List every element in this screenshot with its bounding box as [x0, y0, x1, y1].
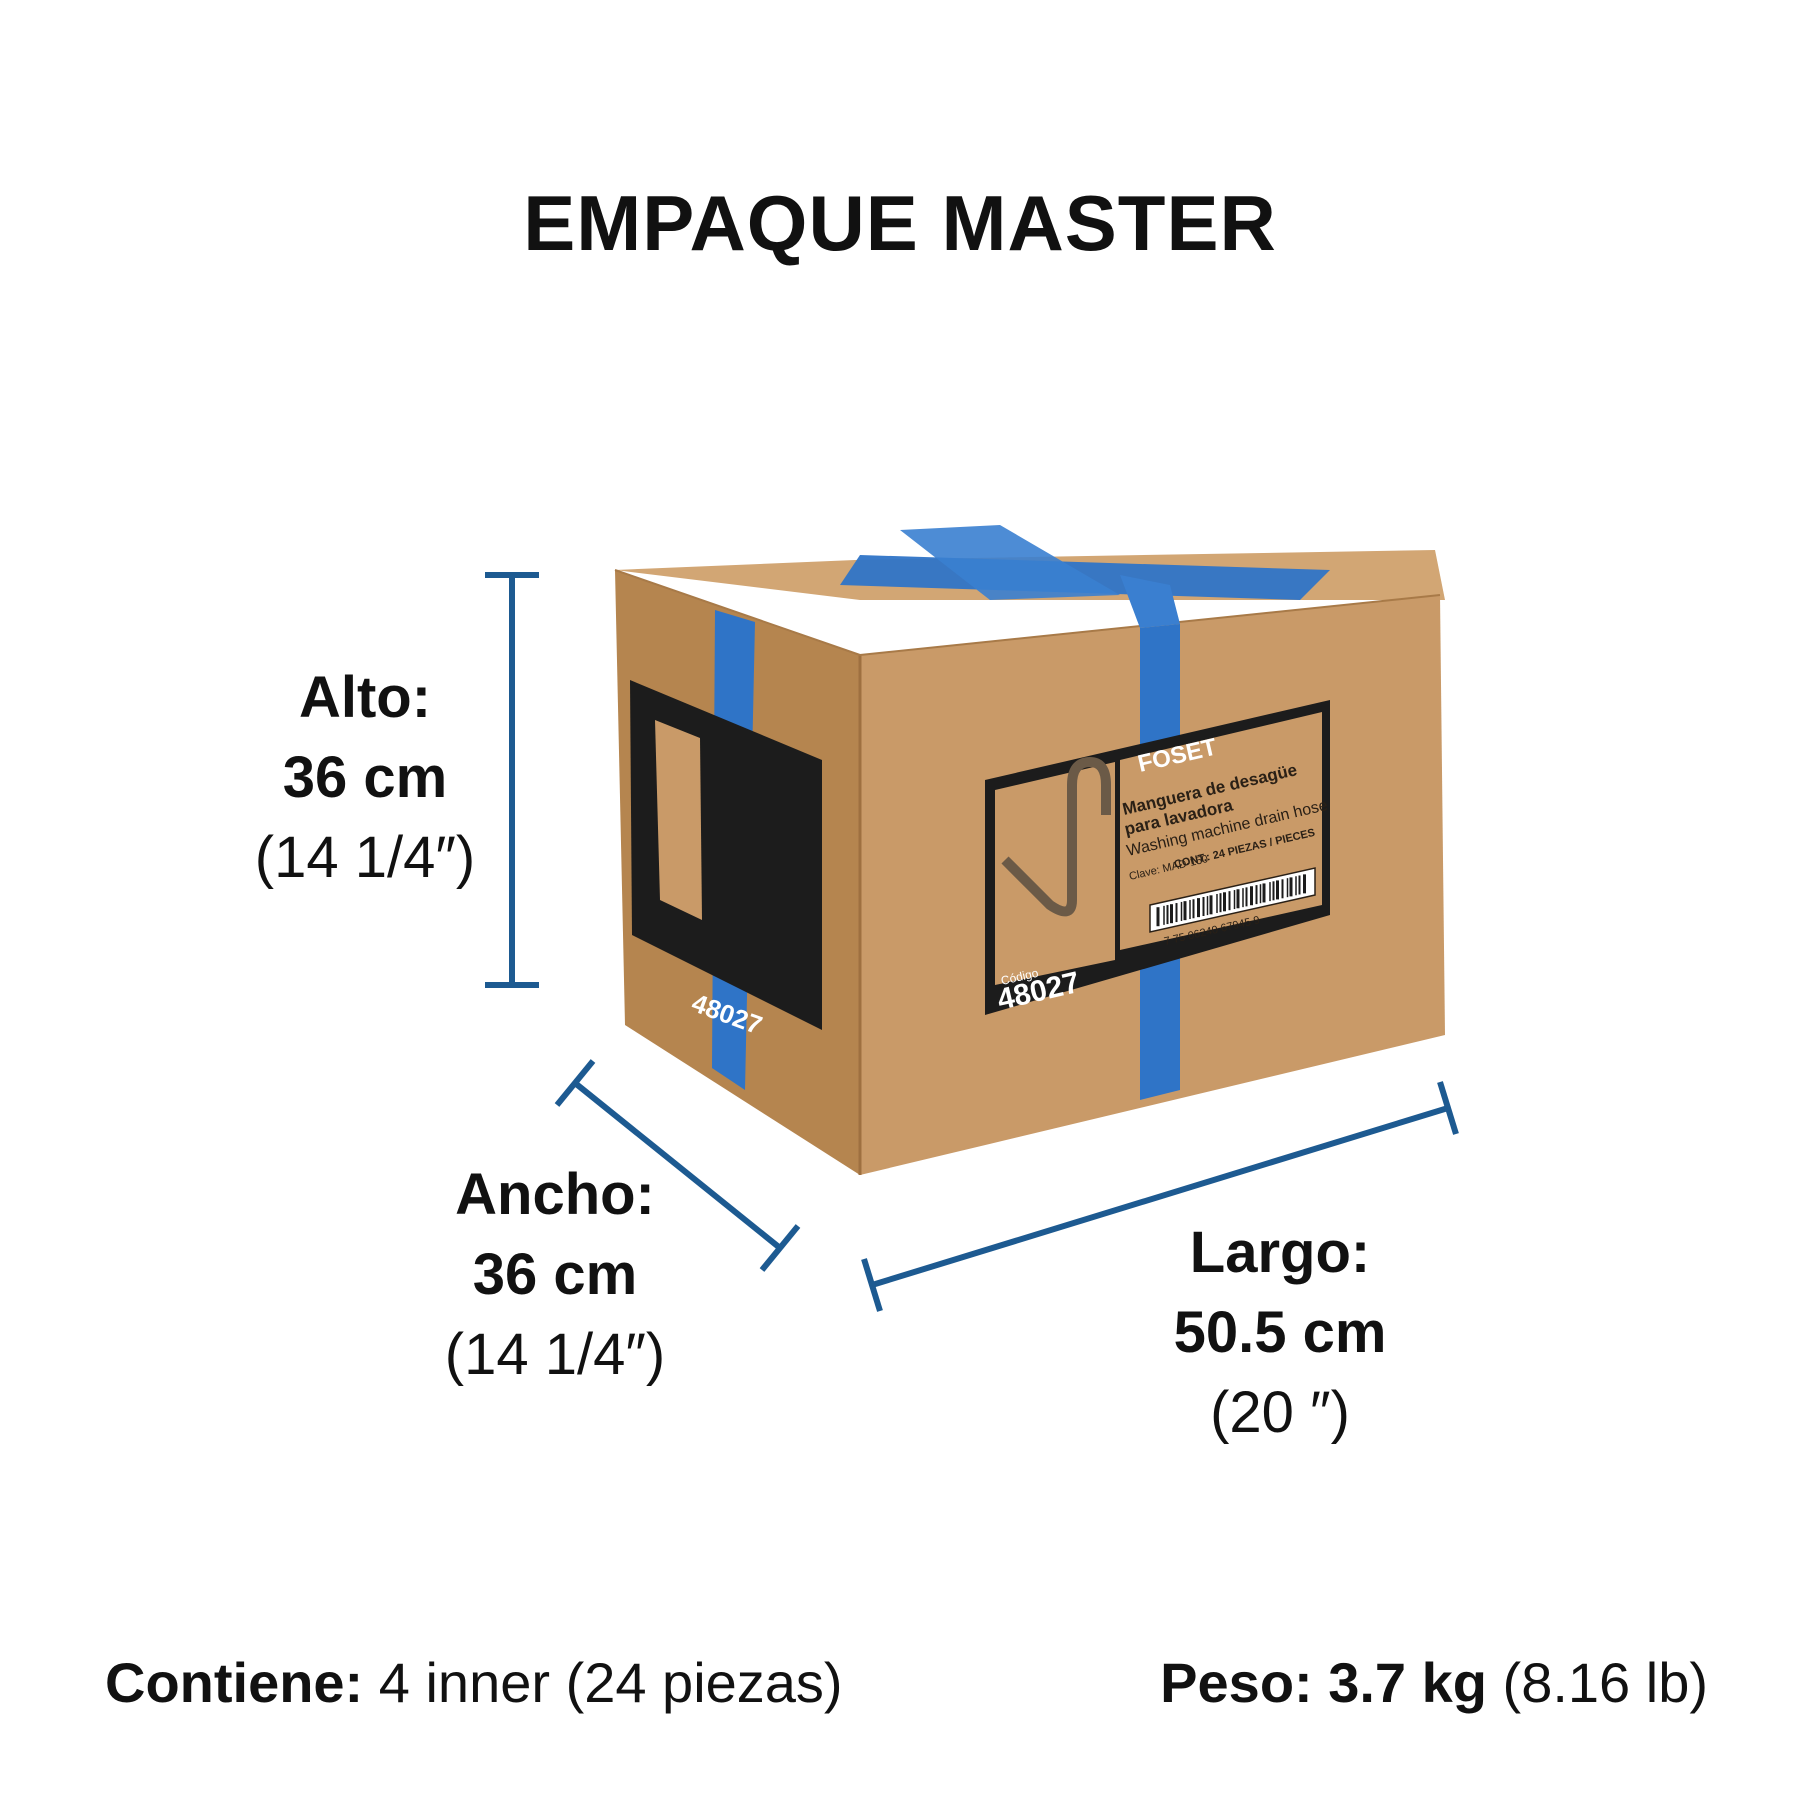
ancho-imperial: (14 1/4″): [444, 1322, 666, 1387]
contents-info: Contiene: 4 inner (24 piezas): [105, 1650, 843, 1715]
tape-top-long: [900, 525, 1120, 600]
front-label-image-panel: [995, 762, 1115, 985]
alto-measure-line: [485, 572, 539, 988]
contents-label: Contiene:: [105, 1651, 364, 1714]
weight-value: 3.7 kg: [1312, 1651, 1487, 1714]
tape-top-vertical: [1120, 575, 1180, 628]
alto-name: Alto:: [298, 665, 432, 730]
largo-label: Largo: 50.5 cm (20 ″): [1130, 1213, 1430, 1453]
alto-label: Alto: 36 cm (14 1/4″): [235, 658, 495, 898]
largo-imperial: (20 ″): [1210, 1380, 1350, 1445]
drain-hose-icon: [1067, 756, 1111, 900]
weight-label: Peso:: [1160, 1651, 1313, 1714]
alto-imperial: (14 1/4″): [254, 825, 476, 890]
barcode-bars: [1156, 874, 1306, 927]
ancho-measure-line: [554, 1059, 801, 1272]
page-title: EMPAQUE MASTER: [523, 179, 1277, 267]
weight-info: Peso: 3.7 kg (8.16 lb): [1160, 1650, 1708, 1715]
ancho-label: Ancho: 36 cm (14 1/4″): [405, 1155, 705, 1395]
largo-measure-line: [861, 1081, 1459, 1312]
alto-metric: 36 cm: [282, 745, 448, 810]
ancho-metric: 36 cm: [472, 1242, 638, 1307]
largo-metric: 50.5 cm: [1173, 1300, 1387, 1365]
contents-value: 4 inner (24 piezas): [363, 1651, 843, 1714]
largo-name: Largo:: [1189, 1220, 1371, 1285]
weight-value-imperial: (8.16 lb): [1487, 1651, 1708, 1714]
ancho-name: Ancho:: [455, 1162, 655, 1227]
